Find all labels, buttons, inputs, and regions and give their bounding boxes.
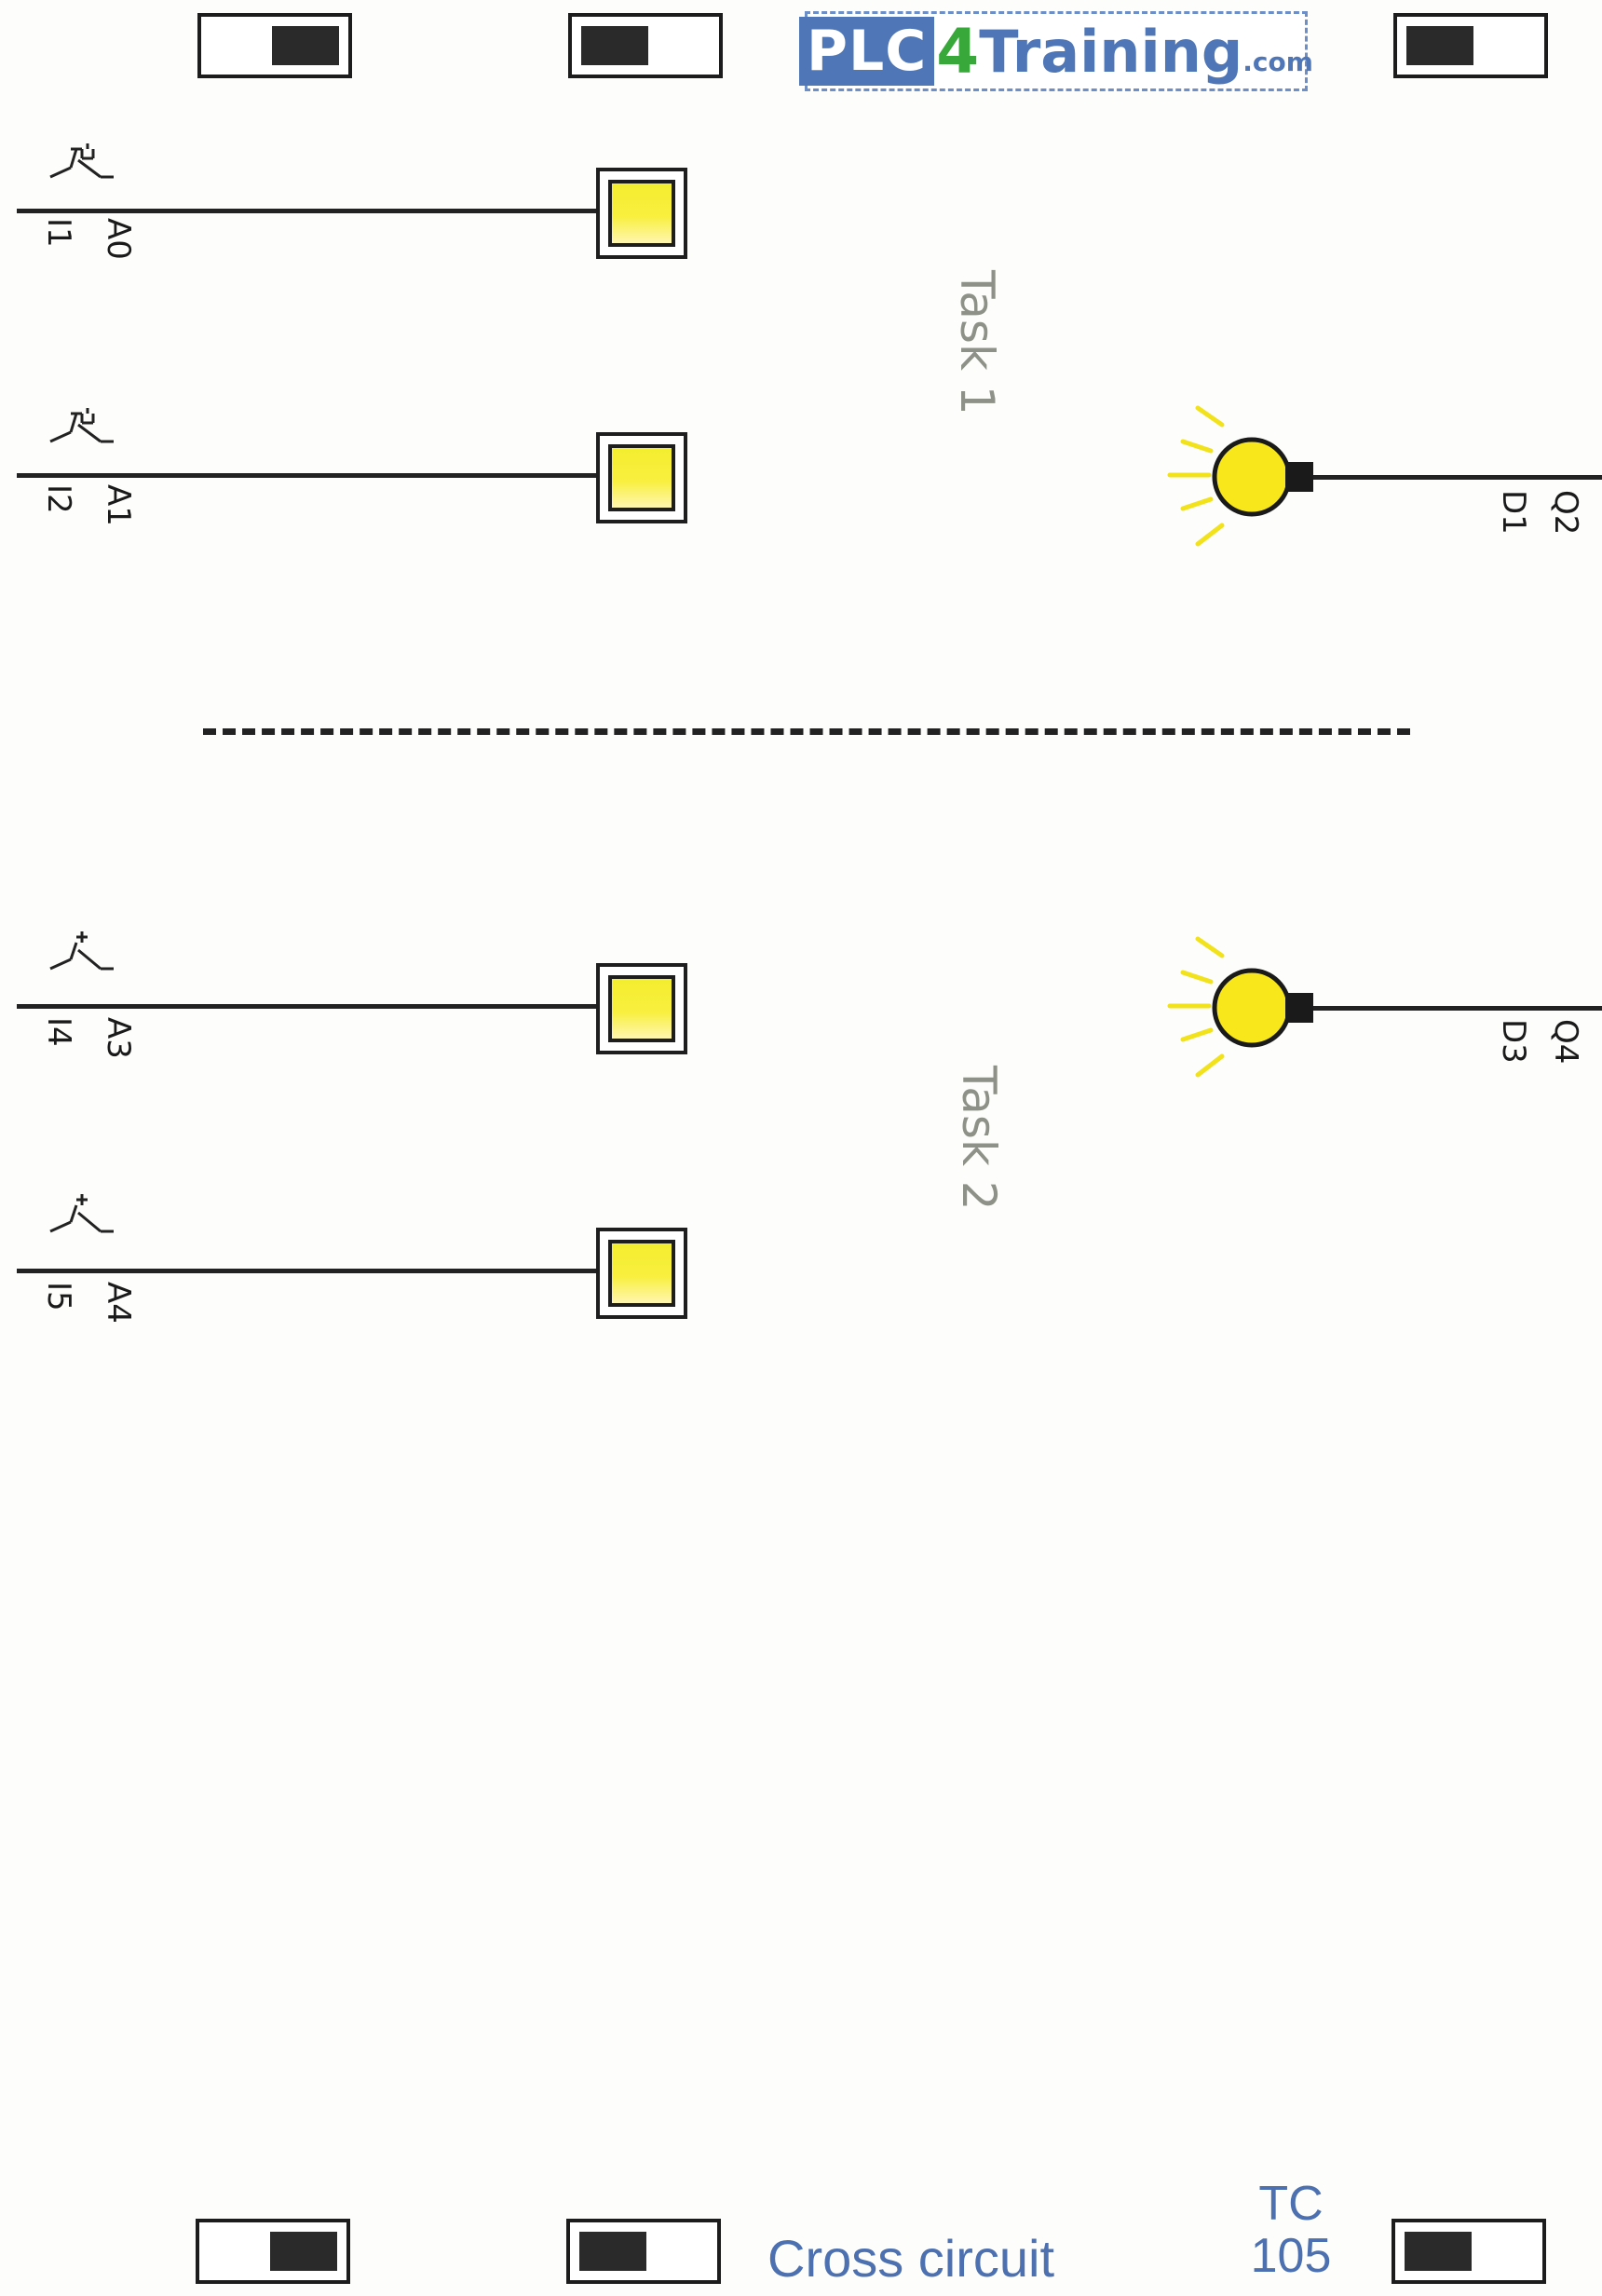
pushbutton-a1[interactable] bbox=[596, 432, 687, 523]
input-wire bbox=[17, 473, 598, 478]
input-address: I1 bbox=[40, 218, 77, 248]
selector-switch-top-3[interactable] bbox=[1393, 13, 1548, 78]
output-tag: D3 bbox=[1495, 1019, 1532, 1064]
input-address: I2 bbox=[40, 484, 77, 514]
input-wire bbox=[17, 1004, 598, 1009]
pushbutton-face bbox=[608, 444, 675, 511]
output-wire bbox=[1313, 1006, 1602, 1011]
input-wire bbox=[17, 209, 598, 213]
selector-switch-bottom-2[interactable] bbox=[566, 2219, 721, 2284]
selector-switch-bottom-3[interactable] bbox=[1392, 2219, 1546, 2284]
pushbutton-a0[interactable] bbox=[596, 168, 687, 259]
manual-make-contact-icon bbox=[49, 1194, 114, 1233]
selector-knob bbox=[272, 26, 339, 65]
logo-plc: PLC bbox=[799, 17, 935, 86]
output-wire bbox=[1313, 475, 1602, 480]
selector-switch-top-2[interactable] bbox=[568, 13, 723, 78]
pushbutton-make-contact-icon bbox=[49, 408, 114, 443]
task-card-prefix: TC bbox=[1258, 2177, 1324, 2231]
output-address: Q2 bbox=[1547, 490, 1584, 536]
manual-make-contact-icon bbox=[49, 931, 114, 971]
task-card-code: TC 105 bbox=[1244, 2178, 1337, 2282]
pushbutton-face bbox=[608, 1240, 675, 1307]
task-card-number: 105 bbox=[1250, 2229, 1332, 2283]
pushbutton-face bbox=[608, 975, 675, 1042]
lamp-d1-icon bbox=[1167, 405, 1313, 547]
input-tag: A0 bbox=[100, 218, 137, 260]
task-2-label: Task 2 bbox=[952, 1066, 1006, 1211]
input-tag: A1 bbox=[100, 484, 137, 526]
plc4training-logo: PLC 4 Training .com bbox=[799, 11, 1313, 91]
selector-switch-bottom-1[interactable] bbox=[196, 2219, 350, 2284]
pushbutton-a4[interactable] bbox=[596, 1228, 687, 1319]
input-tag: A3 bbox=[100, 1017, 137, 1059]
task-separator-line bbox=[203, 728, 1410, 735]
task-1-label: Task 1 bbox=[950, 270, 1004, 415]
selector-knob bbox=[1406, 26, 1473, 65]
logo-training: Training bbox=[979, 17, 1243, 86]
selector-knob bbox=[581, 26, 648, 65]
lamp-d3-icon bbox=[1167, 936, 1313, 1078]
selector-knob bbox=[270, 2232, 337, 2271]
selector-knob bbox=[1405, 2232, 1472, 2271]
pushbutton-face bbox=[608, 180, 675, 247]
pushbutton-a3[interactable] bbox=[596, 963, 687, 1054]
selector-switch-top-1[interactable] bbox=[197, 13, 352, 78]
logo-com: .com bbox=[1242, 46, 1313, 77]
diagram-title: Cross circuit bbox=[767, 2229, 1055, 2288]
output-address: Q4 bbox=[1547, 1019, 1584, 1065]
input-address: I5 bbox=[40, 1282, 77, 1311]
input-address: I4 bbox=[40, 1017, 77, 1047]
input-wire bbox=[17, 1269, 598, 1273]
input-tag: A4 bbox=[100, 1282, 137, 1324]
selector-knob bbox=[579, 2232, 646, 2271]
pushbutton-make-contact-icon bbox=[49, 143, 114, 179]
output-tag: D1 bbox=[1495, 490, 1532, 535]
logo-four: 4 bbox=[936, 15, 980, 88]
